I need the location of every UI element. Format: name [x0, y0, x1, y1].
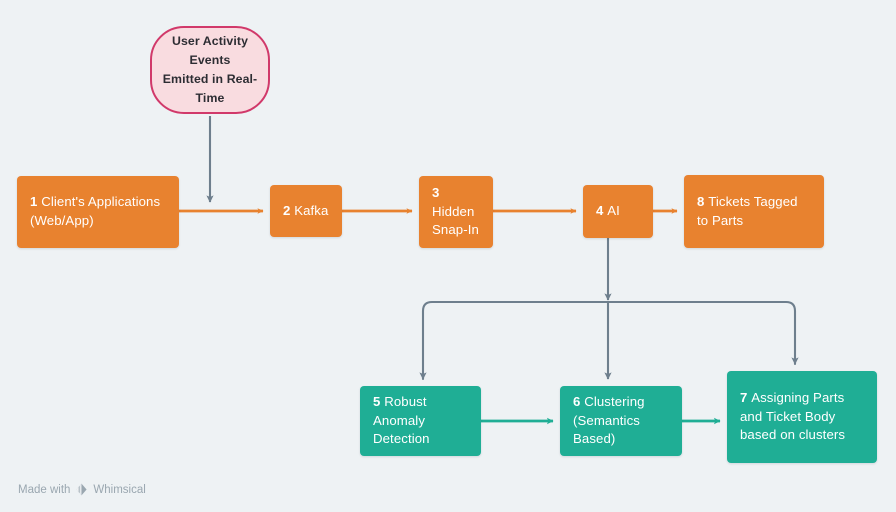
node-label: Hidden Snap-In	[432, 203, 479, 238]
node-label: Clustering (Semantics Based)	[573, 393, 645, 447]
node-number: 2	[283, 202, 295, 218]
watermark-brand: Whimsical	[93, 483, 146, 496]
whimsical-diamond-icon	[76, 483, 88, 496]
node-number: 8	[697, 193, 709, 209]
node-label-line2: Emitted in Real-Time	[162, 72, 258, 106]
node-clustering-semantics-based[interactable]: 6 Clustering (Semantics Based)	[560, 386, 682, 456]
node-number: 1	[30, 194, 42, 210]
whimsical-watermark[interactable]: Made with Whimsical	[18, 483, 146, 496]
node-assigning-parts-and-ticket-body[interactable]: 7 Assigning Parts and Ticket Body based …	[727, 371, 877, 463]
node-label: AI	[607, 203, 620, 219]
edge-ai-to-anomaly	[419, 300, 610, 381]
node-number: 6	[573, 393, 585, 409]
node-label: Kafka	[294, 202, 329, 218]
edge-ai-to-assigning	[606, 300, 799, 366]
node-number: 4	[596, 203, 608, 219]
node-clients-applications[interactable]: 1 Client's Applications (Web/App)	[17, 176, 179, 248]
node-ai[interactable]: 4 AI	[583, 185, 653, 238]
node-label: Assigning Parts and Ticket Body based on…	[740, 389, 846, 443]
node-label: Robust Anomaly Detection	[373, 393, 430, 447]
watermark-prefix: Made with	[18, 483, 71, 496]
node-tickets-tagged-to-parts[interactable]: 8 Tickets Tagged to Parts	[684, 175, 824, 248]
node-kafka[interactable]: 2 Kafka	[270, 185, 342, 237]
node-label: Client's Applications (Web/App)	[30, 194, 161, 228]
node-number: 5	[373, 393, 385, 409]
node-robust-anomaly-detection[interactable]: 5 Robust Anomaly Detection	[360, 386, 481, 456]
node-hidden-snap-in[interactable]: 3 Hidden Snap-In	[419, 176, 493, 248]
node-number: 7	[740, 389, 752, 405]
node-label: Tickets Tagged to Parts	[697, 193, 798, 228]
node-user-activity-events[interactable]: User Activity Events Emitted in Real-Tim…	[150, 26, 270, 114]
node-number: 3	[432, 184, 440, 200]
node-label-line1: User Activity Events	[171, 33, 249, 67]
